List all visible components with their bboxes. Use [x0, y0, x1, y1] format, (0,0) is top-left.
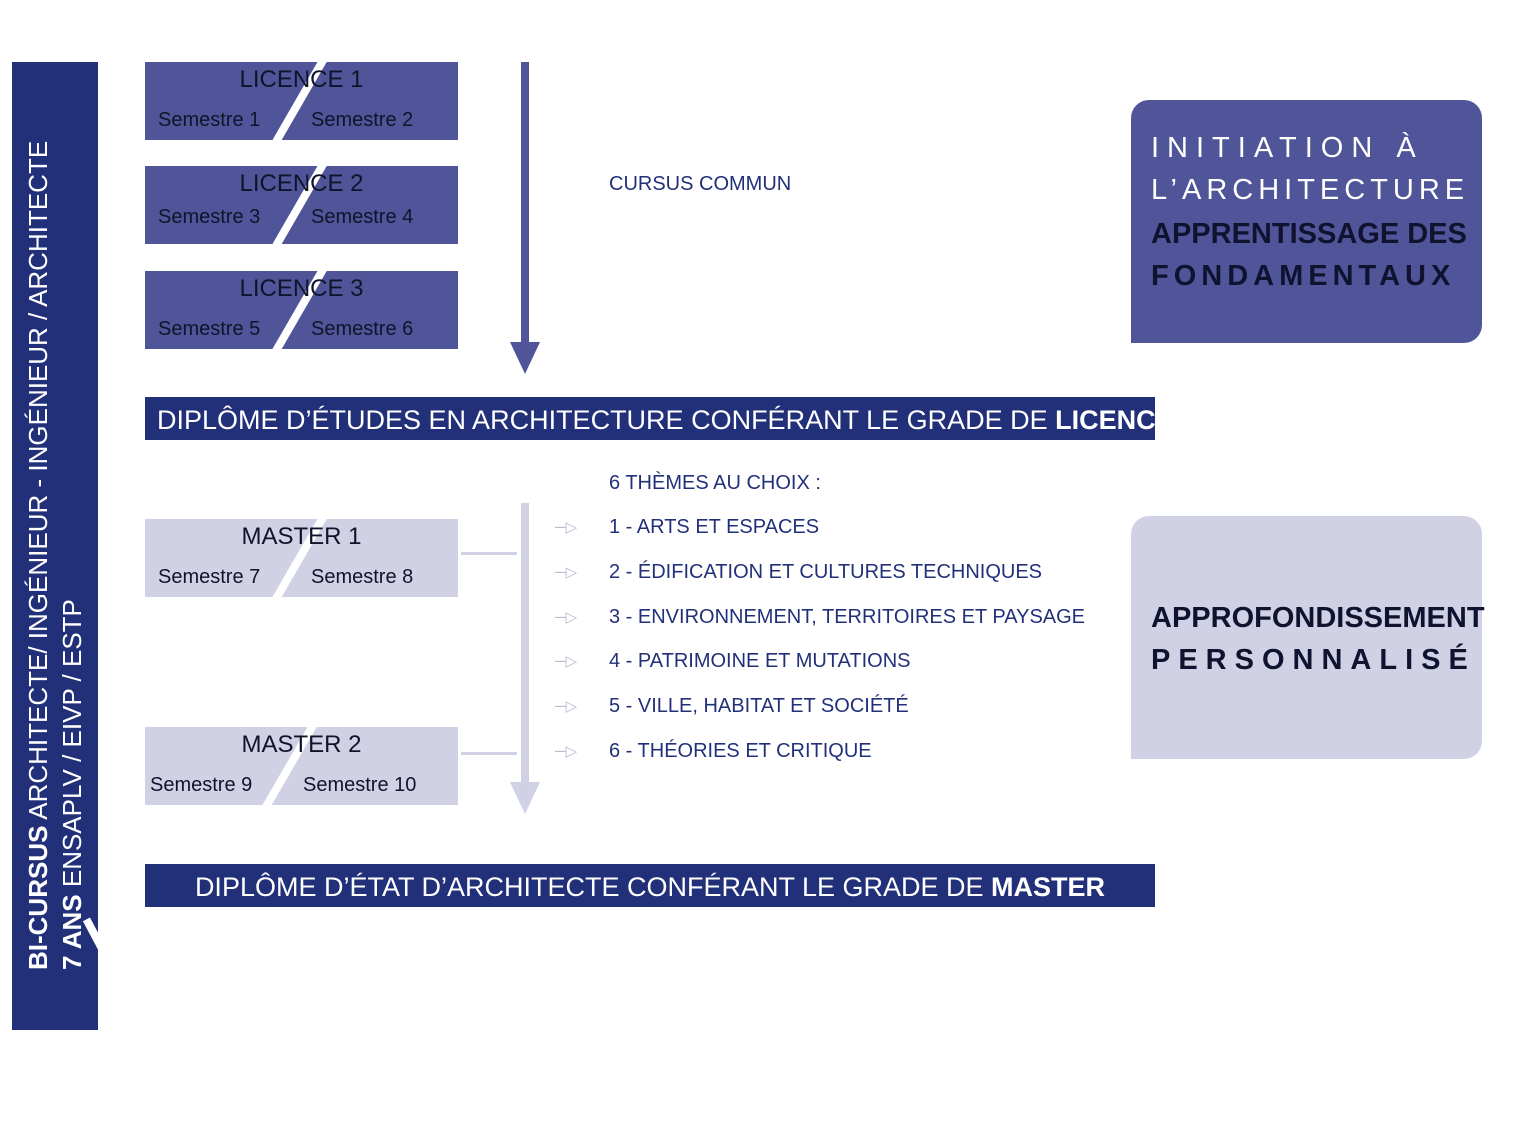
side-banner-text: BI-CURSUS ARCHITECTE/ INGÉNIEUR - INGÉNI… — [12, 62, 98, 1030]
theme-arrow-icon: ─▷ — [555, 564, 578, 581]
diploma-licence-bar: DIPLÔME D’ÉTUDES EN ARCHITECTURE CONFÉRA… — [145, 397, 1174, 440]
diploma-licence-grade: LICENCE — [1055, 405, 1174, 435]
year-title: MASTER 2 — [241, 731, 362, 758]
theme-arrow-icon: ─▷ — [555, 519, 578, 536]
semester-label: Semestre 4 — [311, 206, 414, 228]
approfondissement-line-1: APPROFONDISSEMENT — [1151, 602, 1485, 634]
semester-label: Semestre 9 — [150, 774, 253, 796]
theme-item: 3 - ENVIRONNEMENT, TERRITOIRES ET PAYSAG… — [609, 606, 1086, 628]
semester-label: Semestre 5 — [158, 318, 261, 340]
master-1-connector — [461, 552, 517, 555]
year-title: MASTER 1 — [241, 523, 362, 550]
side-banner: BI-CURSUS ARCHITECTE/ INGÉNIEUR - INGÉNI… — [12, 62, 98, 1030]
licence-arrow-head-icon — [510, 342, 540, 374]
semester-label: Semestre 7 — [158, 566, 261, 588]
semester-label: Semestre 10 — [303, 774, 417, 796]
year-title: LICENCE 2 — [239, 170, 364, 197]
initiation-line-1: INITIATION À — [1151, 132, 1424, 164]
licence-1-box: LICENCE 1 Semestre 1 Semestre 2 — [145, 62, 458, 140]
semester-label: Semestre 8 — [311, 566, 414, 588]
approfondissement-box: APPROFONDISSEMENT PERSONNALISÉ — [1131, 516, 1485, 759]
semester-label: Semestre 6 — [311, 318, 414, 340]
licence-arrow-shaft — [521, 62, 529, 344]
initiation-line-2: L’ARCHITECTURE : — [1151, 174, 1496, 206]
semester-label: Semestre 3 — [158, 206, 261, 228]
theme-arrow-icon: ─▷ — [555, 698, 578, 715]
theme-item: 4 - PATRIMOINE ET MUTATIONS — [609, 650, 911, 672]
year-title: LICENCE 3 — [239, 275, 364, 302]
semester-label: Semestre 1 — [158, 109, 261, 131]
initiation-line-3: APPRENTISSAGE DES — [1151, 218, 1467, 250]
theme-item: 6 - THÉORIES ET CRITIQUE — [609, 740, 872, 762]
diploma-master-grade: MASTER — [991, 872, 1106, 902]
cursus-commun-label: CURSUS COMMUN — [609, 173, 792, 195]
master-2-connector — [461, 752, 517, 755]
diploma-master-text: DIPLÔME D’ÉTAT D’ARCHITECTE CONFÉRANT LE… — [194, 872, 992, 902]
licence-2-box: LICENCE 2 Semestre 3 Semestre 4 — [145, 166, 458, 244]
theme-item: 5 - VILLE, HABITAT ET SOCIÉTÉ — [609, 695, 909, 717]
year-title: LICENCE 1 — [239, 66, 364, 93]
master-2-box: MASTER 2 Semestre 9 Semestre 10 — [145, 727, 458, 805]
master-1-box: MASTER 1 Semestre 7 Semestre 8 — [145, 519, 458, 597]
semester-label: Semestre 2 — [311, 109, 414, 131]
approfondissement-line-2: PERSONNALISÉ — [1151, 644, 1476, 676]
side-banner-line-2: 7 ANS ENSAPLV / EIVP / ESTP — [57, 599, 87, 970]
theme-item: 2 - ÉDIFICATION ET CULTURES TECHNIQUES — [609, 561, 1043, 583]
initiation-line-4: FONDAMENTAUX — [1151, 260, 1456, 292]
diploma-licence-text: DIPLÔME D’ÉTUDES EN ARCHITECTURE CONFÉRA… — [157, 405, 1056, 435]
theme-arrow-icon: ─▷ — [555, 743, 578, 760]
diploma-master-bar: DIPLÔME D’ÉTAT D’ARCHITECTE CONFÉRANT LE… — [145, 864, 1155, 907]
initiation-box: INITIATION À L’ARCHITECTURE : APPRENTISS… — [1131, 100, 1490, 343]
theme-arrow-icon: ─▷ — [555, 609, 578, 626]
master-arrow-shaft — [521, 503, 529, 785]
theme-item: 1 - ARTS ET ESPACES — [609, 516, 820, 538]
master-arrow-head-icon — [510, 782, 540, 814]
licence-3-box: LICENCE 3 Semestre 5 Semestre 6 — [145, 271, 458, 349]
themes-title: 6 THÈMES AU CHOIX : — [609, 472, 821, 494]
side-banner-line-1: BI-CURSUS ARCHITECTE/ INGÉNIEUR - INGÉNI… — [23, 140, 53, 970]
theme-arrow-icon: ─▷ — [555, 653, 578, 670]
